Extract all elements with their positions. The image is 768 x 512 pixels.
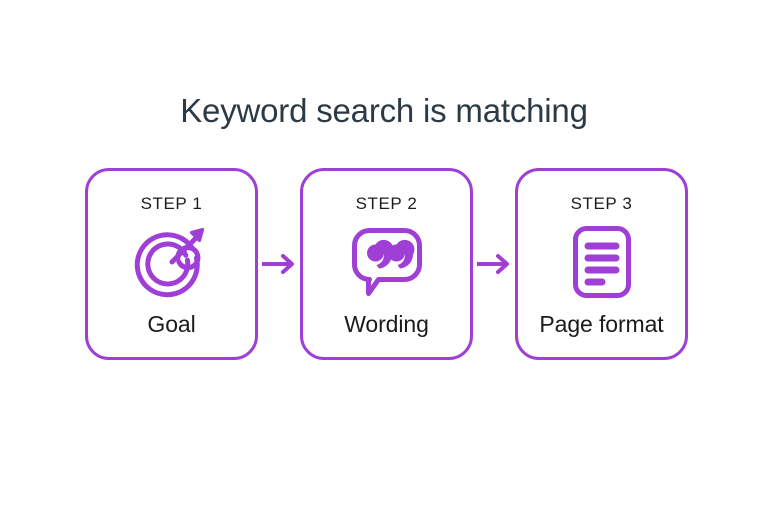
connector-2 [473, 249, 515, 279]
target-arrow-icon [88, 212, 255, 311]
step-label-3: Page format [539, 311, 664, 337]
arrow-right-icon [477, 254, 509, 274]
page-title: Keyword search is matching [180, 92, 588, 129]
step-card-1[interactable]: STEP 1 Goal [85, 168, 258, 360]
connector-1 [258, 249, 300, 279]
step-label-1: Goal [147, 311, 196, 337]
steps-row: STEP 1 Goal [85, 168, 688, 360]
step-eyebrow-1: STEP 1 [140, 194, 203, 213]
step-eyebrow-2: STEP 2 [355, 194, 418, 213]
arrow-right-icon [262, 254, 294, 274]
step-card-3[interactable]: STEP 3 Page format [515, 168, 688, 360]
step-label-2: Wording [344, 311, 429, 337]
step-eyebrow-3: STEP 3 [570, 194, 633, 213]
step-card-2[interactable]: STEP 2 Wording [300, 168, 473, 360]
document-lines-icon [518, 212, 685, 311]
speech-bubble-quotes-icon [303, 212, 470, 311]
